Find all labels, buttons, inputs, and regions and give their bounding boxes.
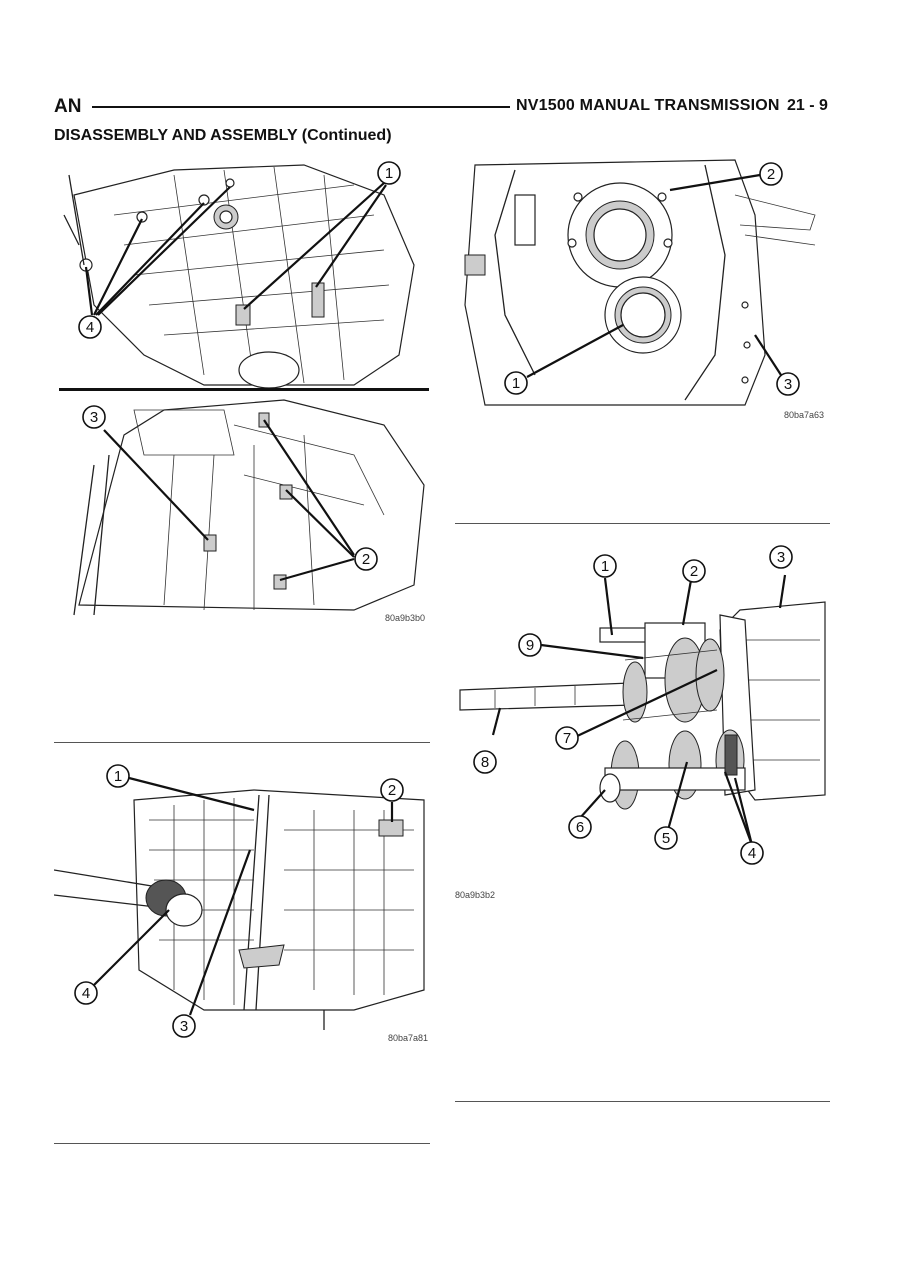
figure-2-illustration: 1 2 4 3 bbox=[53, 764, 425, 1038]
callout-6-gears: 6 bbox=[568, 815, 592, 839]
separator-left-2 bbox=[54, 1143, 430, 1144]
callout-4-case: 4 bbox=[74, 981, 98, 1005]
svg-text:4: 4 bbox=[748, 845, 756, 862]
svg-text:4: 4 bbox=[82, 985, 90, 1002]
section-title: DISASSEMBLY AND ASSEMBLY (Continued) bbox=[54, 127, 392, 144]
callout-1-gears: 1 bbox=[593, 554, 617, 578]
figure-divider-bar bbox=[59, 388, 429, 391]
callout-8-gears: 8 bbox=[473, 750, 497, 774]
figure-3-illustration: 2 1 3 bbox=[464, 159, 816, 406]
svg-text:3: 3 bbox=[777, 549, 785, 566]
figure-bearing-retainers: 2 1 3 bbox=[455, 155, 830, 415]
header-rule bbox=[92, 106, 510, 108]
figure-2-code: 80ba7a81 bbox=[388, 1033, 429, 1043]
case-drawing bbox=[53, 789, 425, 1030]
figure-4-code: 80a9b3b2 bbox=[455, 890, 496, 900]
page-number: 21 - 9 bbox=[787, 97, 828, 114]
header-section-code: AN bbox=[54, 96, 82, 117]
header-title: NV1500 MANUAL TRANSMISSION bbox=[516, 97, 780, 114]
svg-text:1: 1 bbox=[512, 375, 520, 392]
svg-text:2: 2 bbox=[767, 166, 775, 183]
svg-text:3: 3 bbox=[90, 409, 98, 426]
callout-3-case: 3 bbox=[172, 1014, 196, 1038]
svg-text:1: 1 bbox=[385, 165, 393, 182]
separator-right-1 bbox=[455, 523, 830, 524]
figure-case-separation: 1 2 4 3 bbox=[53, 760, 434, 1045]
upper-housing-drawing bbox=[63, 164, 415, 389]
callout-3-gears: 3 bbox=[769, 545, 793, 569]
callout-1-case: 1 bbox=[106, 764, 130, 788]
callout-3-lower: 3 bbox=[82, 405, 106, 429]
figure-3-code: 80ba7a63 bbox=[784, 410, 825, 420]
callout-2-lower: 2 bbox=[354, 547, 378, 571]
callout-4-gears: 4 bbox=[740, 841, 764, 865]
case-callout-arrows bbox=[93, 776, 394, 1016]
callout-4-upper: 4 bbox=[78, 315, 102, 339]
callout-5-gears: 5 bbox=[654, 826, 678, 850]
callout-2-case: 2 bbox=[380, 778, 404, 802]
gear-callout-arrows bbox=[491, 574, 787, 846]
gear-train-drawing bbox=[459, 601, 826, 810]
figure-gear-train: 1 2 3 9 8 7 6 5 4 bbox=[455, 540, 830, 880]
figure-bolt-locations: 1 4 3 2 bbox=[54, 155, 434, 625]
svg-text:2: 2 bbox=[690, 563, 698, 580]
svg-text:3: 3 bbox=[784, 376, 792, 393]
svg-text:1: 1 bbox=[601, 558, 609, 575]
lower-callout-arrows bbox=[103, 419, 355, 582]
svg-text:2: 2 bbox=[388, 782, 396, 799]
lower-housing-drawing bbox=[73, 399, 425, 616]
plate-callout-arrows bbox=[526, 173, 782, 378]
figure-1-code: 80a9b3b0 bbox=[385, 613, 426, 623]
svg-text:1: 1 bbox=[114, 768, 122, 785]
svg-text:5: 5 bbox=[662, 830, 670, 847]
callout-1-upper: 1 bbox=[377, 161, 401, 185]
callout-3-plate: 3 bbox=[776, 372, 800, 396]
callout-7-gears: 7 bbox=[555, 726, 579, 750]
svg-text:7: 7 bbox=[563, 730, 571, 747]
upper-callout-arrows bbox=[84, 182, 387, 316]
svg-text:9: 9 bbox=[526, 637, 534, 654]
svg-text:2: 2 bbox=[362, 551, 370, 568]
callout-2-gears: 2 bbox=[682, 559, 706, 583]
callout-9-gears: 9 bbox=[518, 633, 542, 657]
svg-text:3: 3 bbox=[180, 1018, 188, 1035]
svg-text:4: 4 bbox=[86, 319, 94, 336]
figure-4-illustration: 1 2 3 9 8 7 6 5 4 bbox=[459, 545, 826, 865]
svg-text:6: 6 bbox=[576, 819, 584, 836]
separator-left-1 bbox=[54, 742, 430, 743]
figure-1-illustration: 1 4 3 2 bbox=[59, 161, 429, 616]
callout-2-plate: 2 bbox=[759, 162, 783, 186]
adapter-plate-drawing bbox=[464, 159, 816, 406]
separator-right-2 bbox=[455, 1101, 830, 1102]
svg-text:8: 8 bbox=[481, 754, 489, 771]
callout-1-plate: 1 bbox=[504, 371, 528, 395]
